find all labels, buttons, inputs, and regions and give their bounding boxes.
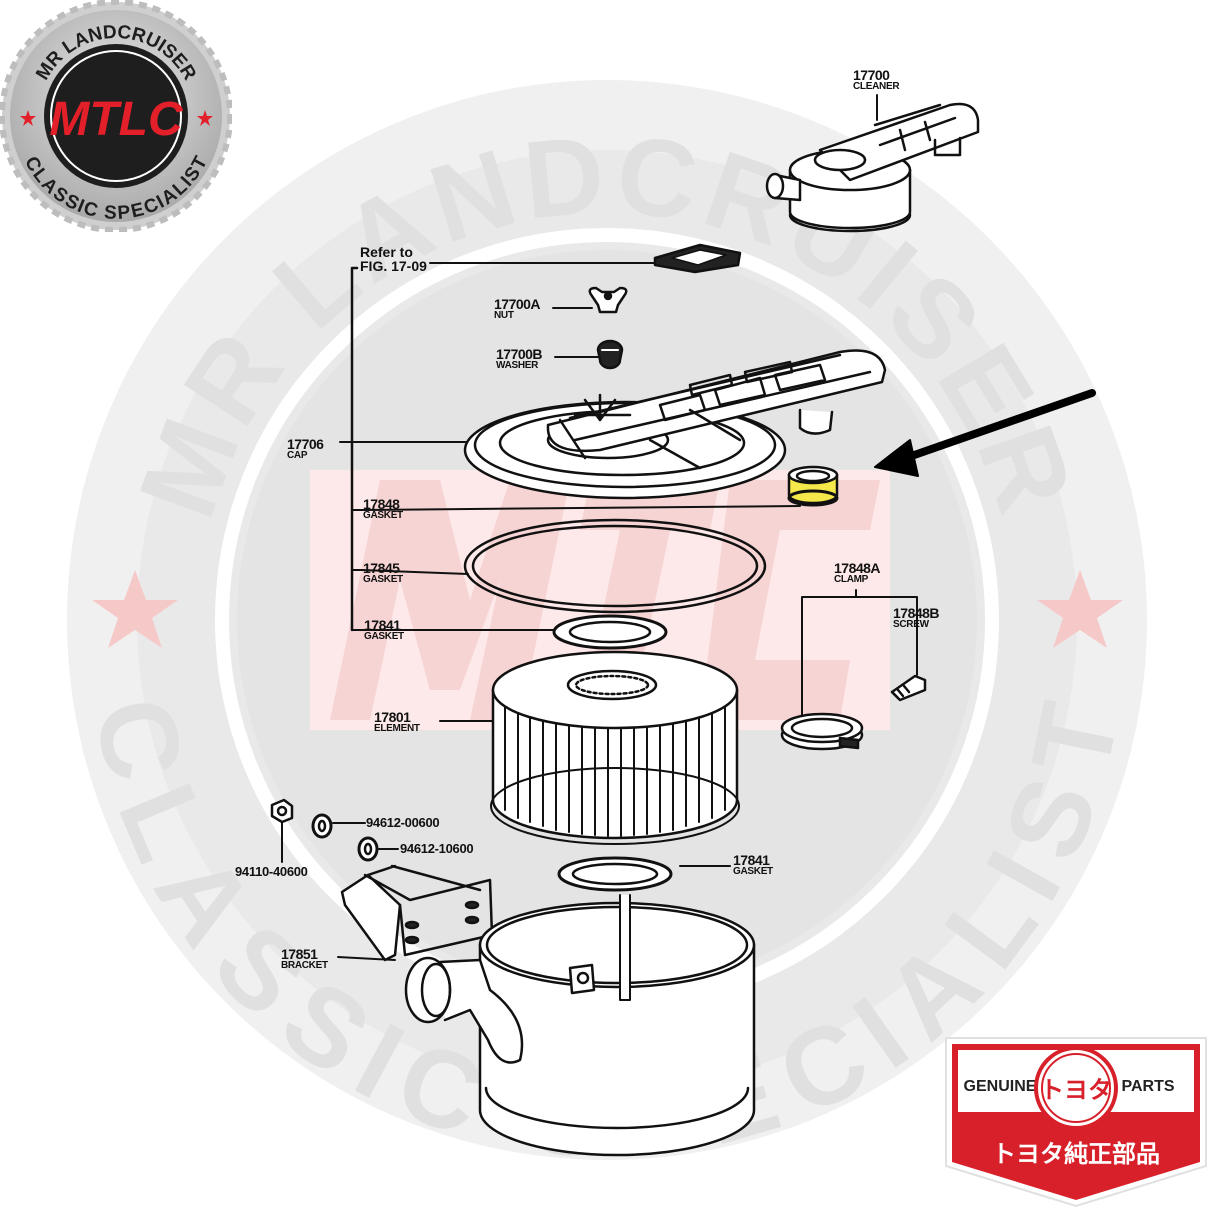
part-number: 17851	[281, 946, 318, 962]
screw-drawing	[890, 674, 927, 702]
wing-nut-drawing	[552, 286, 628, 314]
part-name: CLAMP	[834, 574, 869, 585]
part-number: 17801	[374, 709, 411, 725]
logo-monogram: MTLC	[49, 93, 184, 146]
label-nut-94110: 94110-40600	[235, 864, 308, 879]
lower-housing-drawing	[404, 894, 756, 1157]
label-washer-94612-10600: 94612-10600	[400, 841, 474, 856]
label-gasket-17841-top: 17841 GASKET	[364, 618, 404, 642]
label-cap: 17706 CAP	[287, 436, 324, 461]
label-gasket-17848: 17848 GASKET	[363, 497, 403, 521]
part-name: ELEMENT	[374, 723, 420, 734]
gasket-17841-bottom-drawing	[557, 856, 731, 892]
part-number: 17848	[363, 496, 400, 512]
part-name: NUT	[494, 310, 514, 321]
watermark-star-right-icon	[1037, 570, 1123, 648]
label-washer: 17700B WASHER	[496, 346, 543, 371]
label-element: 17801 ELEMENT	[374, 710, 420, 734]
label-nut: 17700A NUT	[494, 296, 541, 321]
part-number: 17706	[287, 436, 324, 452]
part-number: 17848A	[834, 560, 881, 576]
cap-drawing	[351, 349, 887, 500]
part-name: CAP	[287, 450, 308, 461]
label-washer-94612-00600: 94612-00600	[366, 815, 440, 830]
highlight-arrow-icon	[874, 389, 1096, 477]
refer-leader	[339, 262, 656, 632]
label-gasket-17841-bottom: 17841 GASKET	[733, 853, 773, 877]
part-name: WASHER	[496, 360, 539, 371]
parts-text: PARTS	[1121, 1078, 1174, 1095]
toyota-emblem-icon: トヨタ	[1034, 1046, 1118, 1130]
part-number: 17700B	[496, 346, 543, 362]
part-name: GASKET	[733, 866, 773, 877]
part-name: SCREW	[893, 619, 929, 630]
label-cleaner: 17700 CLEANER	[853, 67, 900, 92]
part-name: GASKET	[363, 574, 403, 585]
part-number: 17845	[363, 560, 400, 576]
refer-text: Refer to	[360, 244, 413, 260]
part-name: GASKET	[363, 510, 403, 521]
flat-washer-drawing	[357, 836, 399, 862]
part-name: GASKET	[364, 631, 404, 642]
label-gasket-17845: 17845 GASKET	[363, 561, 403, 585]
spring-washer-drawing	[311, 813, 366, 839]
part-number: 17841	[364, 617, 401, 633]
gasket-17841-top-drawing	[361, 614, 668, 650]
label-clamp: 17848A CLAMP	[834, 560, 881, 585]
star-right-icon	[197, 110, 213, 126]
label-refer-figure: Refer to FIG. 17-09	[360, 245, 427, 273]
cleaner-assembly-drawing	[765, 94, 980, 233]
gasket-17845-drawing	[361, 518, 767, 614]
highlighted-gasket-17848	[361, 465, 839, 511]
element-drawing	[439, 650, 740, 845]
bracket-drawing	[337, 864, 494, 962]
genuine-text: GENUINE	[964, 1078, 1037, 1095]
hex-nut-drawing	[270, 798, 294, 863]
refer-figure: FIG. 17-09	[360, 258, 427, 274]
genuine-parts-japanese-text: トヨタ純正部品	[992, 1140, 1160, 1168]
part-number: 17700A	[494, 296, 541, 312]
part-name: BRACKET	[281, 960, 328, 971]
refer-plate-drawing	[653, 243, 742, 274]
washer-drawing	[554, 339, 624, 370]
label-bracket: 17851 BRACKET	[281, 947, 328, 971]
watermark-star-left-icon	[92, 570, 178, 648]
emblem-text: トヨタ	[1040, 1076, 1112, 1104]
genuine-toyota-parts-logo: GENUINE PARTS トヨタ トヨタ純正部品	[945, 1037, 1207, 1208]
part-number: 17700	[853, 67, 890, 83]
star-left-icon	[20, 110, 36, 126]
part-name: CLEANER	[853, 81, 900, 92]
mr-landcruiser-logo: MR LANDCRUISER CLASSIC SPECIALIST MTLC	[0, 0, 232, 232]
label-screw: 17848B SCREW	[893, 605, 940, 630]
part-number: 17841	[733, 852, 770, 868]
part-number: 17848B	[893, 605, 940, 621]
clamp-drawing	[780, 589, 918, 751]
